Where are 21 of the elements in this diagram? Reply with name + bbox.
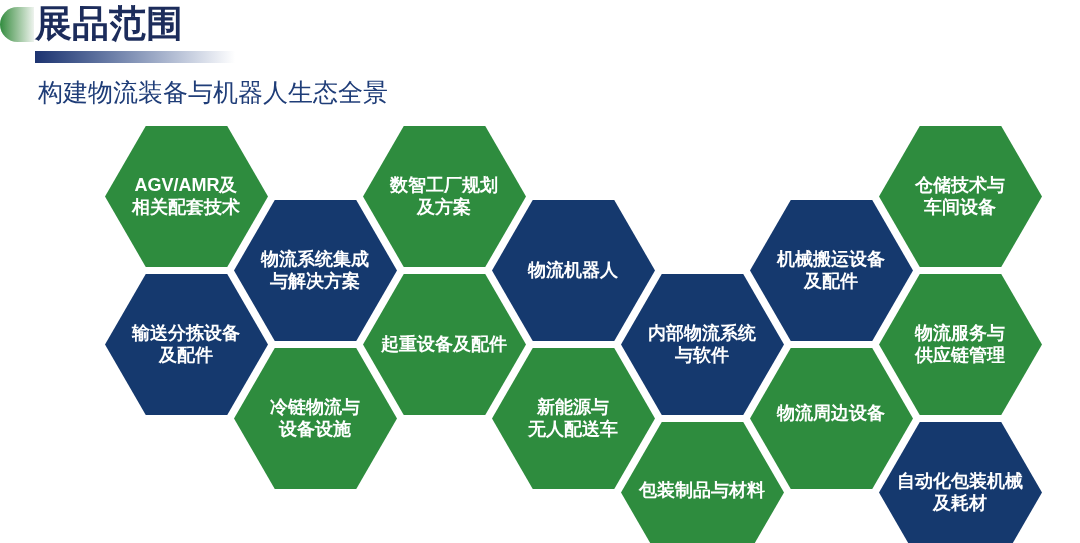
tile-label: 物流服务与供应链管理 [915,322,1005,366]
hexagon-tile [878,421,1042,543]
tile-label: 物流机器人 [528,259,618,281]
tile-label: 自动化包装机械及耗材 [897,470,1023,514]
tile-label: 数智工厂规划及方案 [390,174,498,218]
tile-label: 物流周边设备 [777,402,885,424]
tile-label: AGV/AMR及相关配套技术 [132,174,240,218]
hexagon-tile [104,273,268,415]
tile-label: 新能源与无人配送车 [528,396,618,440]
tile-label: 输送分拣设备及配件 [132,322,240,366]
hexagon-tile [362,273,526,415]
page-title: 展品范围 [35,2,183,46]
tile-label: 仓储技术与车间设备 [915,174,1005,218]
tile-label: 机械搬运设备及配件 [777,248,885,292]
tile-label: 起重设备及配件 [381,333,507,355]
tile-label: 物流系统集成与解决方案 [261,248,369,292]
tile-label: 内部物流系统与软件 [648,322,756,366]
subtitle: 构建物流装备与机器人生态全景 [38,77,388,108]
hexagon-tile [620,421,784,543]
tile-label: 冷链物流与设备设施 [270,396,360,440]
tile-label: 包装制品与材料 [639,479,765,501]
